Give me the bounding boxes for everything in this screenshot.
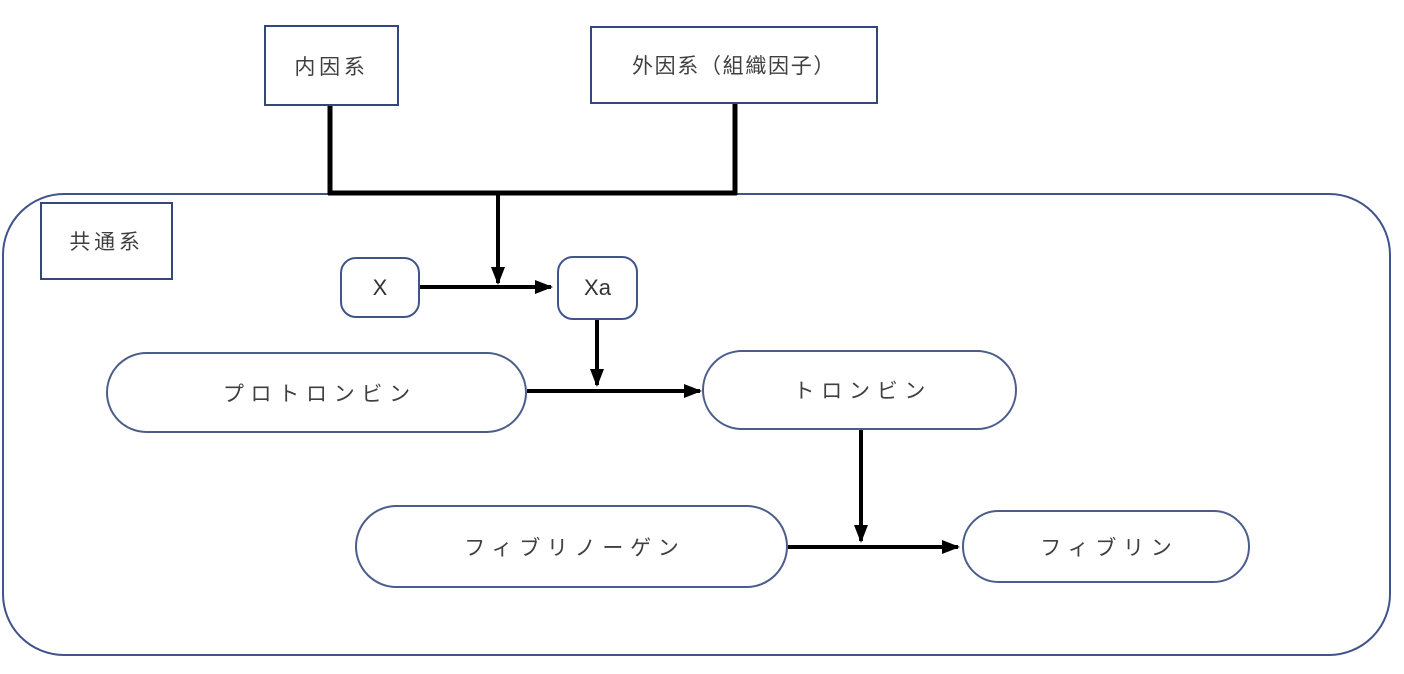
node-common-pathway-label: 共通系 [40, 202, 173, 280]
node-fibrinogen: フィブリノーゲン [355, 505, 788, 588]
node-fibrinogen-label: フィブリノーゲン [464, 536, 686, 560]
node-prothrombin-label: プロトロンビン [222, 382, 417, 406]
node-factor-x: X [340, 257, 420, 318]
node-prothrombin: プロトロンビン [106, 352, 527, 433]
common-pathway-label: 共通系 [69, 231, 144, 254]
node-factor-xa: Xa [557, 256, 638, 320]
node-intrinsic-pathway: 内因系 [264, 25, 399, 106]
node-intrinsic-label: 内因系 [294, 55, 369, 79]
node-thrombin-label: トロンビン [793, 380, 933, 403]
node-extrinsic-label: 外因系（組織因子） [631, 55, 837, 78]
node-factor-xa-label: Xa [584, 275, 611, 300]
node-thrombin: トロンビン [702, 350, 1017, 430]
node-extrinsic-pathway: 外因系（組織因子） [590, 26, 878, 104]
node-factor-x-label: X [372, 274, 388, 300]
node-fibrin: フィブリン [962, 510, 1250, 583]
node-fibrin-label: フィブリン [1040, 536, 1179, 560]
